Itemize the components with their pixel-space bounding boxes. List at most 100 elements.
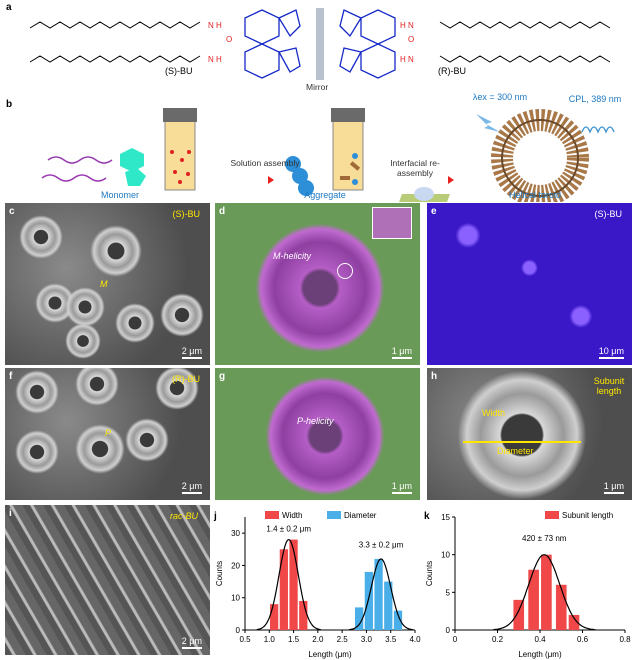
- bar-diameter: [393, 610, 403, 630]
- subunit-length-label: Subunit length: [593, 376, 625, 396]
- panel-label-i: i: [9, 508, 12, 519]
- bar-width: [299, 600, 308, 630]
- bar-width: [279, 549, 288, 630]
- r-bu-label: (R)-BU: [438, 66, 466, 76]
- svg-text:H N: H N: [400, 55, 414, 64]
- x-axis-label: Length (μm): [308, 650, 352, 659]
- scale-bar: 2 μm: [181, 636, 202, 649]
- x-tick-label: 4.0: [409, 635, 421, 644]
- legend-label: Subunit length: [562, 511, 613, 520]
- gaussian-fit: [493, 554, 596, 631]
- sem-image-c: c (S)-BU M 2 μm: [5, 203, 210, 365]
- scale-bar: 2 μm: [181, 346, 202, 359]
- fit-annotation: 3.3 ± 0.2 μm: [359, 541, 404, 550]
- panel-label-d: d: [219, 206, 226, 217]
- alkyl-chain: [439, 55, 611, 63]
- panel-label-f: f: [9, 371, 13, 382]
- svg-text:N H: N H: [208, 21, 222, 30]
- y-tick-label: 30: [231, 529, 240, 538]
- legend-label: Diameter: [344, 511, 377, 520]
- x-axis-label: Length (μm): [518, 650, 562, 659]
- svg-text:O: O: [226, 35, 232, 44]
- y-axis-label: Counts: [215, 561, 224, 586]
- legend-label: Width: [282, 511, 302, 520]
- sem-image-i: i rac-BU 2 μm: [5, 505, 210, 655]
- x-tick-label: 2.0: [312, 635, 324, 644]
- fit-annotation: 1.4 ± 0.2 μm: [266, 525, 311, 534]
- vial: [164, 119, 196, 191]
- gaussian-fit: [256, 538, 321, 631]
- y-tick-label: 10: [231, 594, 240, 603]
- monomer-chain: [41, 174, 107, 182]
- svg-text:N H: N H: [208, 55, 222, 64]
- scale-bar: 1 μm: [603, 481, 624, 494]
- interfacial-reassembly-label: Interfacial re-assembly: [390, 158, 440, 178]
- scale-bar: 1 μm: [391, 346, 412, 359]
- x-tick-label: 0: [453, 635, 458, 644]
- rac-bu-tag: rac-BU: [169, 511, 198, 521]
- excitation-label: λex = 300 nm: [472, 92, 528, 102]
- monomer-label: Monomer: [100, 190, 139, 200]
- bar-subunit-length: [555, 584, 567, 630]
- s-bu-tag: (S)-BU: [594, 209, 623, 219]
- scale-bar: 2 μm: [181, 481, 202, 494]
- bar-subunit-length: [513, 599, 525, 630]
- bar-diameter: [355, 607, 364, 630]
- x-tick-label: 0.2: [492, 635, 504, 644]
- x-tick-label: 1.0: [264, 635, 276, 644]
- s-bu-tag: (S)-BU: [172, 209, 201, 219]
- helix-m-label: M: [100, 279, 108, 289]
- x-tick-label: 1.5: [288, 635, 300, 644]
- bar-width: [289, 539, 298, 630]
- bar-subunit-length: [541, 554, 552, 630]
- bar-diameter: [384, 581, 393, 630]
- bar-diameter: [364, 571, 373, 630]
- x-tick-label: 3.0: [361, 635, 373, 644]
- y-tick-label: 0: [446, 626, 451, 635]
- svg-text:O: O: [408, 35, 414, 44]
- x-tick-label: 0.8: [619, 635, 631, 644]
- aggregate-label: Aggregate: [304, 190, 346, 200]
- helical-toroid-label: Helical toroid: [508, 190, 562, 200]
- y-tick-label: 20: [231, 561, 240, 570]
- cpl-spiral-icon: [581, 126, 615, 134]
- cpl-label: CPL, 389 nm: [568, 94, 622, 104]
- panel-label-b: b: [6, 99, 13, 110]
- x-tick-label: 0.6: [577, 635, 589, 644]
- y-tick-label: 0: [236, 626, 241, 635]
- panel-label: j: [213, 511, 217, 522]
- panel-label-c: c: [9, 206, 15, 217]
- y-tick-label: 10: [441, 551, 450, 560]
- gaussian-fit: [348, 558, 414, 631]
- colorized-sem-g: g P-helicity 1 μm: [215, 368, 420, 500]
- solution-assembly-label: Solution assembly: [230, 158, 300, 168]
- fluorescence-image-e: e (S)-BU 10 μm: [427, 203, 632, 365]
- lightning-icon: [476, 114, 500, 132]
- assembly-scheme: [41, 108, 615, 202]
- scale-bar: 1 μm: [391, 481, 412, 494]
- svg-text:H N: H N: [400, 21, 414, 30]
- x-tick-label: 0.4: [534, 635, 546, 644]
- panel-label-e: e: [431, 206, 437, 217]
- helix-p-label: P: [105, 428, 112, 438]
- legend-swatch: [545, 511, 559, 519]
- y-axis-label: Counts: [425, 561, 434, 586]
- panel-label: k: [424, 511, 430, 522]
- panel-label-g: g: [219, 371, 226, 382]
- sem-image-h: h Diameter Width Subunit length 1 μm: [427, 368, 632, 500]
- p-helicity-label: P-helicity: [297, 416, 334, 426]
- alkyl-chain: [29, 21, 201, 29]
- y-tick-label: 5: [446, 588, 451, 597]
- mirror-label: Mirror: [306, 82, 329, 92]
- sem-image-f: f (R)-BU P 2 μm: [5, 368, 210, 500]
- panel-label-a: a: [6, 2, 12, 13]
- legend-swatch: [327, 511, 341, 519]
- scale-bar: 10 μm: [598, 346, 624, 359]
- bar-subunit-length: [568, 614, 580, 630]
- bar-diameter: [374, 558, 383, 630]
- bar-subunit-length: [528, 569, 539, 630]
- y-tick-label: 15: [441, 513, 450, 522]
- alkyl-chain: [439, 21, 611, 29]
